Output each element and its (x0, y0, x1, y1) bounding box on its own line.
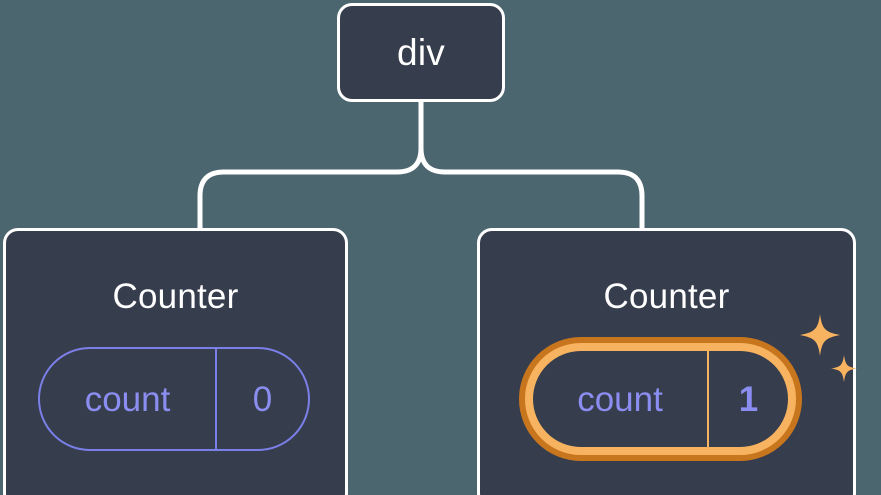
connector-to-left-child (197, 145, 424, 231)
state-key-label-right: count (577, 379, 663, 419)
state-pill-right-highlighted[interactable]: count 1 (519, 337, 802, 461)
node-counter-right-title: Counter (603, 277, 730, 316)
state-value-cell-left: 0 (217, 349, 308, 449)
state-key-cell-left: count (40, 349, 215, 449)
node-div[interactable]: div (337, 3, 505, 102)
state-pill-right-inner-ring: count 1 (525, 343, 796, 455)
state-key-cell-right: count (533, 351, 707, 447)
state-pill-divider-right (707, 351, 709, 447)
state-value-label-right: 1 (738, 379, 759, 419)
state-pill-divider-left (215, 349, 217, 449)
state-pill-left[interactable]: count 0 (38, 347, 310, 451)
node-counter-left-title: Counter (112, 277, 239, 316)
state-key-label-left: count (84, 379, 171, 419)
state-value-cell-right: 1 (709, 351, 788, 447)
state-value-label-left: 0 (252, 379, 273, 419)
node-div-label: div (397, 32, 445, 73)
connector-to-right-child (418, 145, 645, 231)
